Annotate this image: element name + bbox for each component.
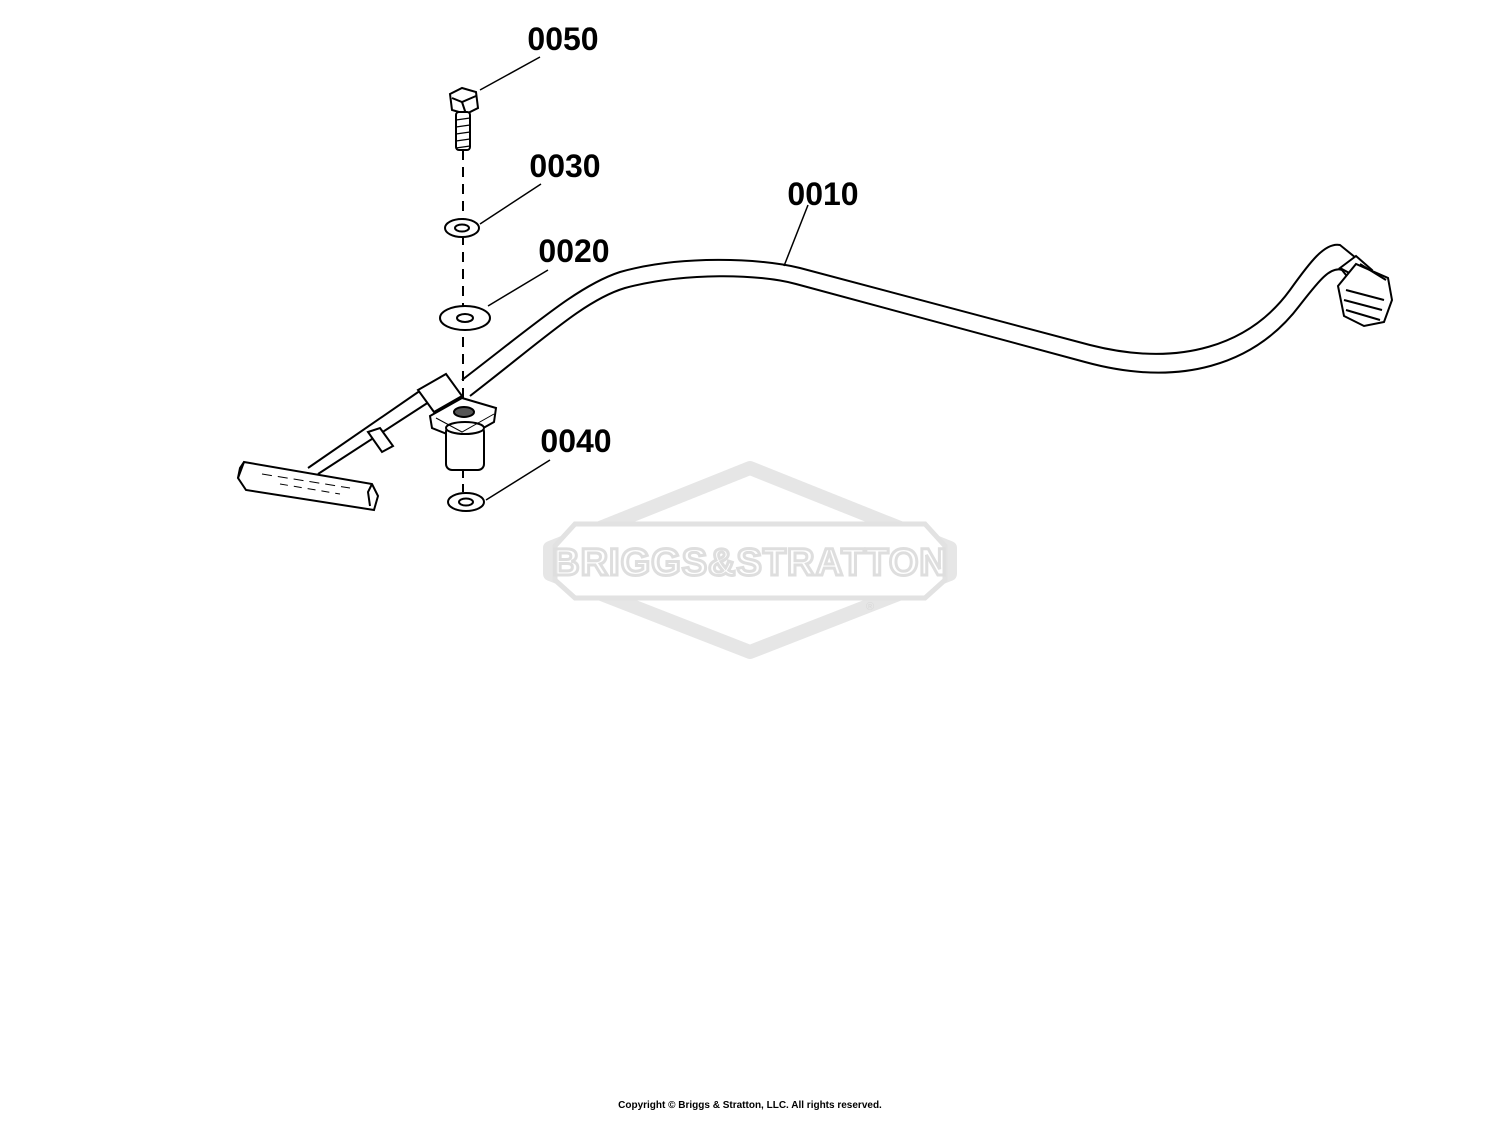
callout-0050: 0050: [527, 21, 598, 57]
callout-0020: 0020: [538, 233, 609, 269]
part-0020-flat-washer: [439, 269, 549, 331]
pivot-block: [428, 396, 498, 471]
part-0010-rod: [236, 204, 1394, 512]
watermark-brand-text: BRIGGS&STRATTON: [552, 542, 948, 584]
copyright-notice: Copyright © Briggs & Stratton, LLC. All …: [618, 1100, 882, 1111]
watermark-registered-mark: ®: [866, 601, 874, 613]
part-0050-hex-bolt: [448, 56, 541, 151]
callout-0010: 0010: [787, 176, 858, 212]
part-0040-washer: [447, 459, 551, 512]
callout-0030: 0030: [529, 148, 600, 184]
callout-0040: 0040: [540, 423, 611, 459]
briggs-stratton-watermark-logo: BRIGGS&STRATTON ®: [543, 461, 957, 659]
part-0030-lock-washer: [444, 183, 542, 238]
